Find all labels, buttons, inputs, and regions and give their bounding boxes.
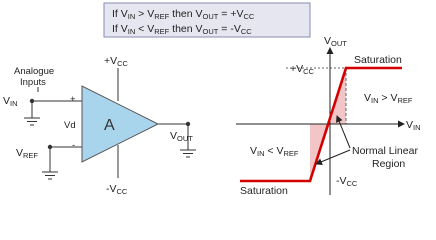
minus-pin-label: - (72, 140, 75, 151)
vref-label: VREF (16, 147, 38, 160)
vout-axis-label: VOUT (324, 35, 347, 48)
opamp-label: A (104, 117, 115, 134)
vin-label: VIN (3, 95, 18, 108)
vin-axis-label: VIN (406, 119, 421, 132)
vcc-bottom-label: -VCC (106, 183, 128, 196)
vin-lt-vref-label: VIN < VREF (250, 145, 299, 158)
condition-box (103, 2, 311, 38)
saturation-bottom-label: Saturation (240, 185, 288, 197)
linear-region-label-2: Region (372, 158, 405, 170)
vin-node (29, 98, 35, 104)
opamp-triangle (81, 85, 160, 163)
vd-label: Vd (64, 120, 76, 131)
vin-gt-vref-label: VIN > VREF (364, 92, 413, 105)
vout-node (185, 121, 191, 127)
saturation-top-label: Saturation (354, 54, 402, 66)
transfer-curve (240, 66, 402, 183)
condition-line-1: If VIN > VREF then VOUT = +VCC (112, 8, 255, 21)
comparator-circuit (24, 68, 196, 180)
condition-line-2: If VIN < VREF then VOUT = -VCC (112, 23, 252, 36)
vref-node (47, 144, 53, 150)
vcc-top-label: +VCC (104, 55, 129, 68)
comparator-diagram: If VIN > VREF then VOUT = +VCC If VIN < … (3, 2, 421, 197)
analogue-label: Analogue (14, 66, 54, 77)
plus-vcc-label: +VCC (290, 63, 315, 76)
inputs-label: Inputs (20, 77, 46, 88)
linear-region-leader-2 (315, 149, 351, 165)
linear-region-label-1: Normal Linear (352, 145, 418, 157)
linear-region-leader (336, 115, 351, 149)
vout-label: VOUT (170, 130, 193, 143)
minus-vcc-label: -VCC (336, 175, 358, 188)
plus-pin-label: + (70, 94, 76, 105)
